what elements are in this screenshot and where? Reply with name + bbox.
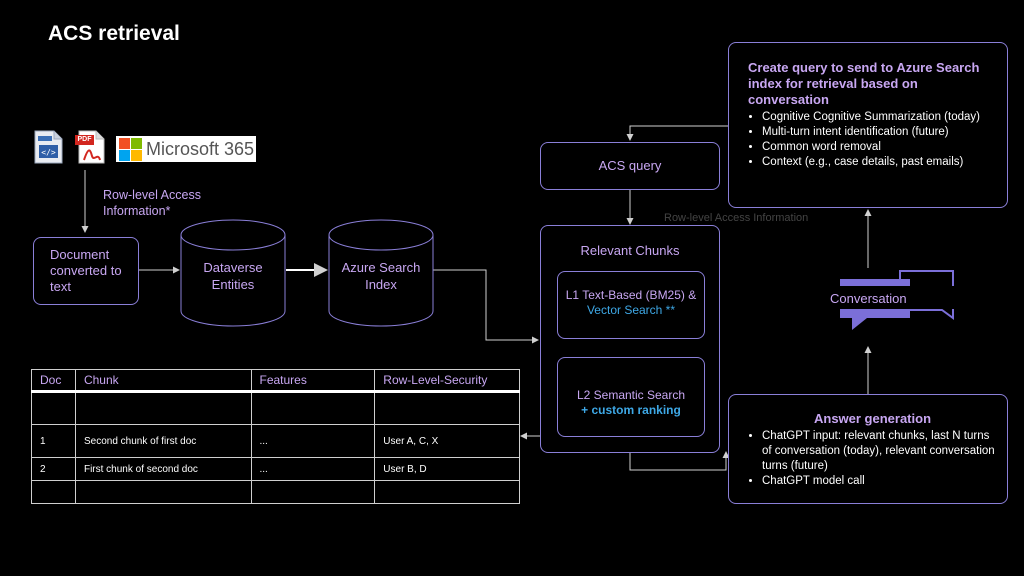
header-features: Features <box>250 369 376 393</box>
table-header-row: Doc Chunk Features Row-Level-Security <box>31 369 520 393</box>
table-cell <box>74 480 252 504</box>
azure-search-label: Azure Search Index <box>341 260 421 292</box>
database-cylinder-icon <box>180 219 286 327</box>
row-level-access-label: Row-level Access Information* <box>103 188 201 218</box>
l1-vector-label: Vector Search ** <box>586 303 676 317</box>
table-cell: Second chunk of first doc <box>74 424 252 458</box>
chunk-table: Doc Chunk Features Row-Level-Security 1 … <box>31 369 520 504</box>
table-cell: User B, D <box>374 457 520 481</box>
query-panel-bullets: Cognitive Cognitive Summarization (today… <box>748 110 997 170</box>
answer-bullet: ChatGPT model call <box>762 474 997 489</box>
l1-search-label: L1 Text-Based (BM25) & <box>565 288 697 302</box>
table-cell <box>31 480 76 504</box>
document-node-label: Document converted to text <box>50 247 122 294</box>
conversation-label: Conversation <box>830 291 907 306</box>
table-cell <box>74 391 252 425</box>
chat-bubbles-icon: Conversation <box>822 268 957 334</box>
table-cell <box>374 480 520 504</box>
table-cell: ... <box>250 457 376 481</box>
l2-search-box: L2 Semantic Search + custom ranking <box>557 357 705 437</box>
acs-query-node: ACS query <box>540 142 720 190</box>
l2-search-label: L2 Semantic Search <box>576 388 686 402</box>
ms-windows-icon <box>119 138 142 161</box>
page-title: ACS retrieval <box>48 22 180 45</box>
table-row: 2 First chunk of second doc ... User B, … <box>31 457 520 481</box>
table-cell <box>374 391 520 425</box>
dataverse-entities-node: Dataverse Entities <box>180 219 286 327</box>
pdf-file-icon: PDF <box>74 130 106 164</box>
database-cylinder-icon <box>328 219 434 327</box>
table-row <box>31 391 520 425</box>
pdf-badge-label: PDF <box>77 136 92 143</box>
query-bullet: Multi-turn intent identification (future… <box>762 125 997 140</box>
svg-text:</>: </> <box>41 148 56 157</box>
answer-panel-bullets: ChatGPT input: relevant chunks, last N t… <box>748 429 997 489</box>
query-bullet: Common word removal <box>762 140 997 155</box>
table-cell <box>250 480 376 504</box>
query-bullet: Cognitive Cognitive Summarization (today… <box>762 110 997 125</box>
l2-ranking-label: + custom ranking <box>581 403 681 417</box>
relevant-chunks-title: Relevant Chunks <box>580 243 680 258</box>
query-creation-panel: Create query to send to Azure Search ind… <box>728 42 1008 208</box>
table-cell: 2 <box>31 457 76 481</box>
query-panel-title: Create query to send to Azure Search ind… <box>748 60 980 107</box>
table-cell: First chunk of second doc <box>74 457 252 481</box>
table-cell <box>250 391 376 425</box>
document-node: Document converted to text <box>33 237 139 305</box>
header-doc: Doc <box>31 369 76 393</box>
table-row <box>31 480 520 504</box>
relevant-chunks-node: Relevant Chunks L1 Text-Based (BM25) & V… <box>540 225 720 453</box>
faint-access-label: Row-level Access Information <box>664 212 809 224</box>
query-bullet: Context (e.g., case details, past emails… <box>762 155 997 170</box>
l1-search-box: L1 Text-Based (BM25) & Vector Search ** <box>557 271 705 339</box>
answer-bullet: ChatGPT input: relevant chunks, last N t… <box>762 429 997 474</box>
table-row: 1 Second chunk of first doc ... User A, … <box>31 424 520 458</box>
ms365-logo-text: Microsoft 365 <box>146 139 255 159</box>
answer-panel-title: Answer generation <box>813 411 932 426</box>
table-cell: 1 <box>31 424 76 458</box>
html-file-icon: </> <box>32 130 64 164</box>
acs-query-label: ACS query <box>598 158 662 173</box>
dataverse-label: Dataverse Entities <box>203 260 263 292</box>
header-row-level-security: Row-Level-Security <box>374 369 520 393</box>
microsoft-365-logo: Microsoft 365 <box>116 136 256 162</box>
answer-generation-panel: Answer generation ChatGPT input: relevan… <box>728 394 1008 504</box>
table-cell: User A, C, X <box>374 424 520 458</box>
table-cell: ... <box>250 424 376 458</box>
table-cell <box>31 391 76 425</box>
azure-search-index-node: Azure Search Index <box>328 219 434 327</box>
header-chunk: Chunk <box>74 369 252 393</box>
